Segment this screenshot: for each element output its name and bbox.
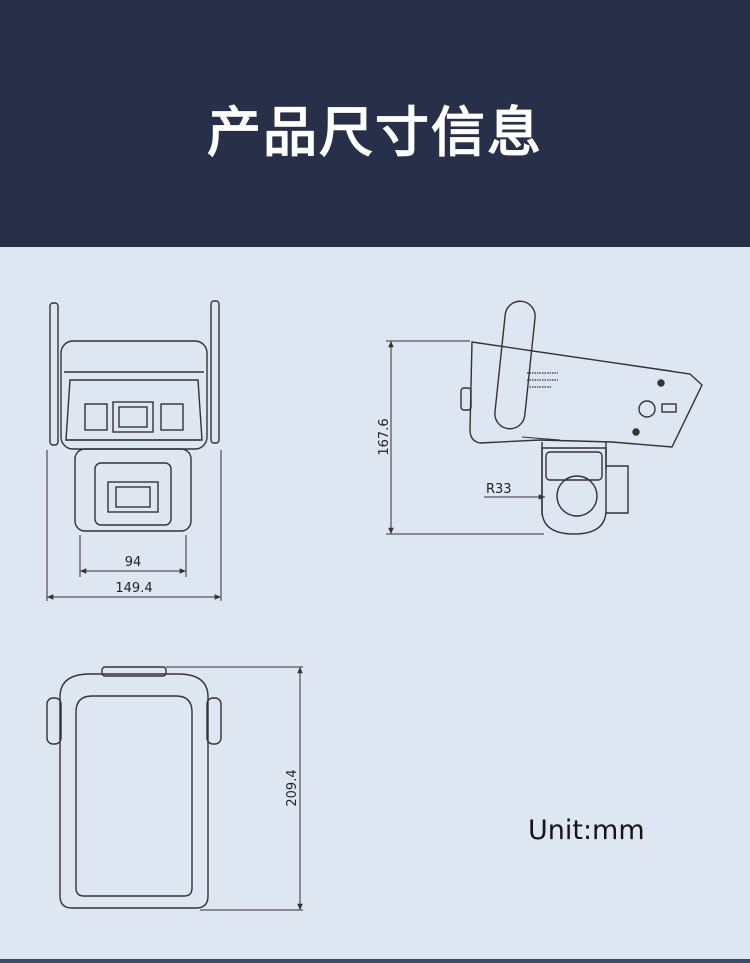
page-title: 产品尺寸信息 [207, 101, 543, 164]
back-panel [75, 695, 193, 897]
back-bracket-left [46, 697, 62, 745]
side-screw-bottom [632, 428, 640, 436]
side-ptz-dome [541, 447, 607, 535]
side-ptz-arm [541, 442, 629, 515]
front-ptz-body [74, 448, 192, 532]
side-lens-circle [638, 400, 656, 418]
header-banner: 产品尺寸信息 [0, 0, 750, 247]
front-visor [64, 371, 204, 441]
back-view: 209.4 [46, 666, 303, 911]
side-screw-top [657, 379, 665, 387]
unit-label: Unit:mm [528, 815, 645, 846]
front-sensor-right [160, 403, 184, 431]
dim-label-overall-width: 149.4 [115, 581, 152, 596]
back-shell [59, 673, 209, 909]
back-top-cap [101, 666, 167, 677]
back-bracket-right [206, 697, 222, 745]
front-antenna-left [49, 302, 59, 446]
dim-label-inner-width: 94 [125, 555, 142, 570]
dim-label-side-height: 167.6 [377, 418, 392, 455]
front-view: 94 149.4 [46, 300, 222, 601]
side-view: R33 167.6 [377, 300, 703, 535]
front-lens-main [112, 401, 154, 433]
drawing-svg: 94 149.4 [46, 300, 703, 911]
bottom-divider [0, 959, 750, 963]
front-sensor-left [84, 403, 108, 431]
side-antenna [494, 300, 536, 430]
front-housing [60, 340, 208, 450]
side-rear-knob [460, 387, 472, 411]
front-ptz-lens [107, 481, 159, 513]
front-antenna-right [210, 300, 220, 444]
side-ptz-lens [556, 475, 598, 517]
dim-label-back-height: 209.4 [285, 769, 300, 806]
radius-label: R33 [486, 482, 512, 497]
front-ptz-window [94, 462, 172, 526]
dimension-drawing: 94 149.4 [0, 247, 750, 959]
side-body [469, 341, 703, 448]
